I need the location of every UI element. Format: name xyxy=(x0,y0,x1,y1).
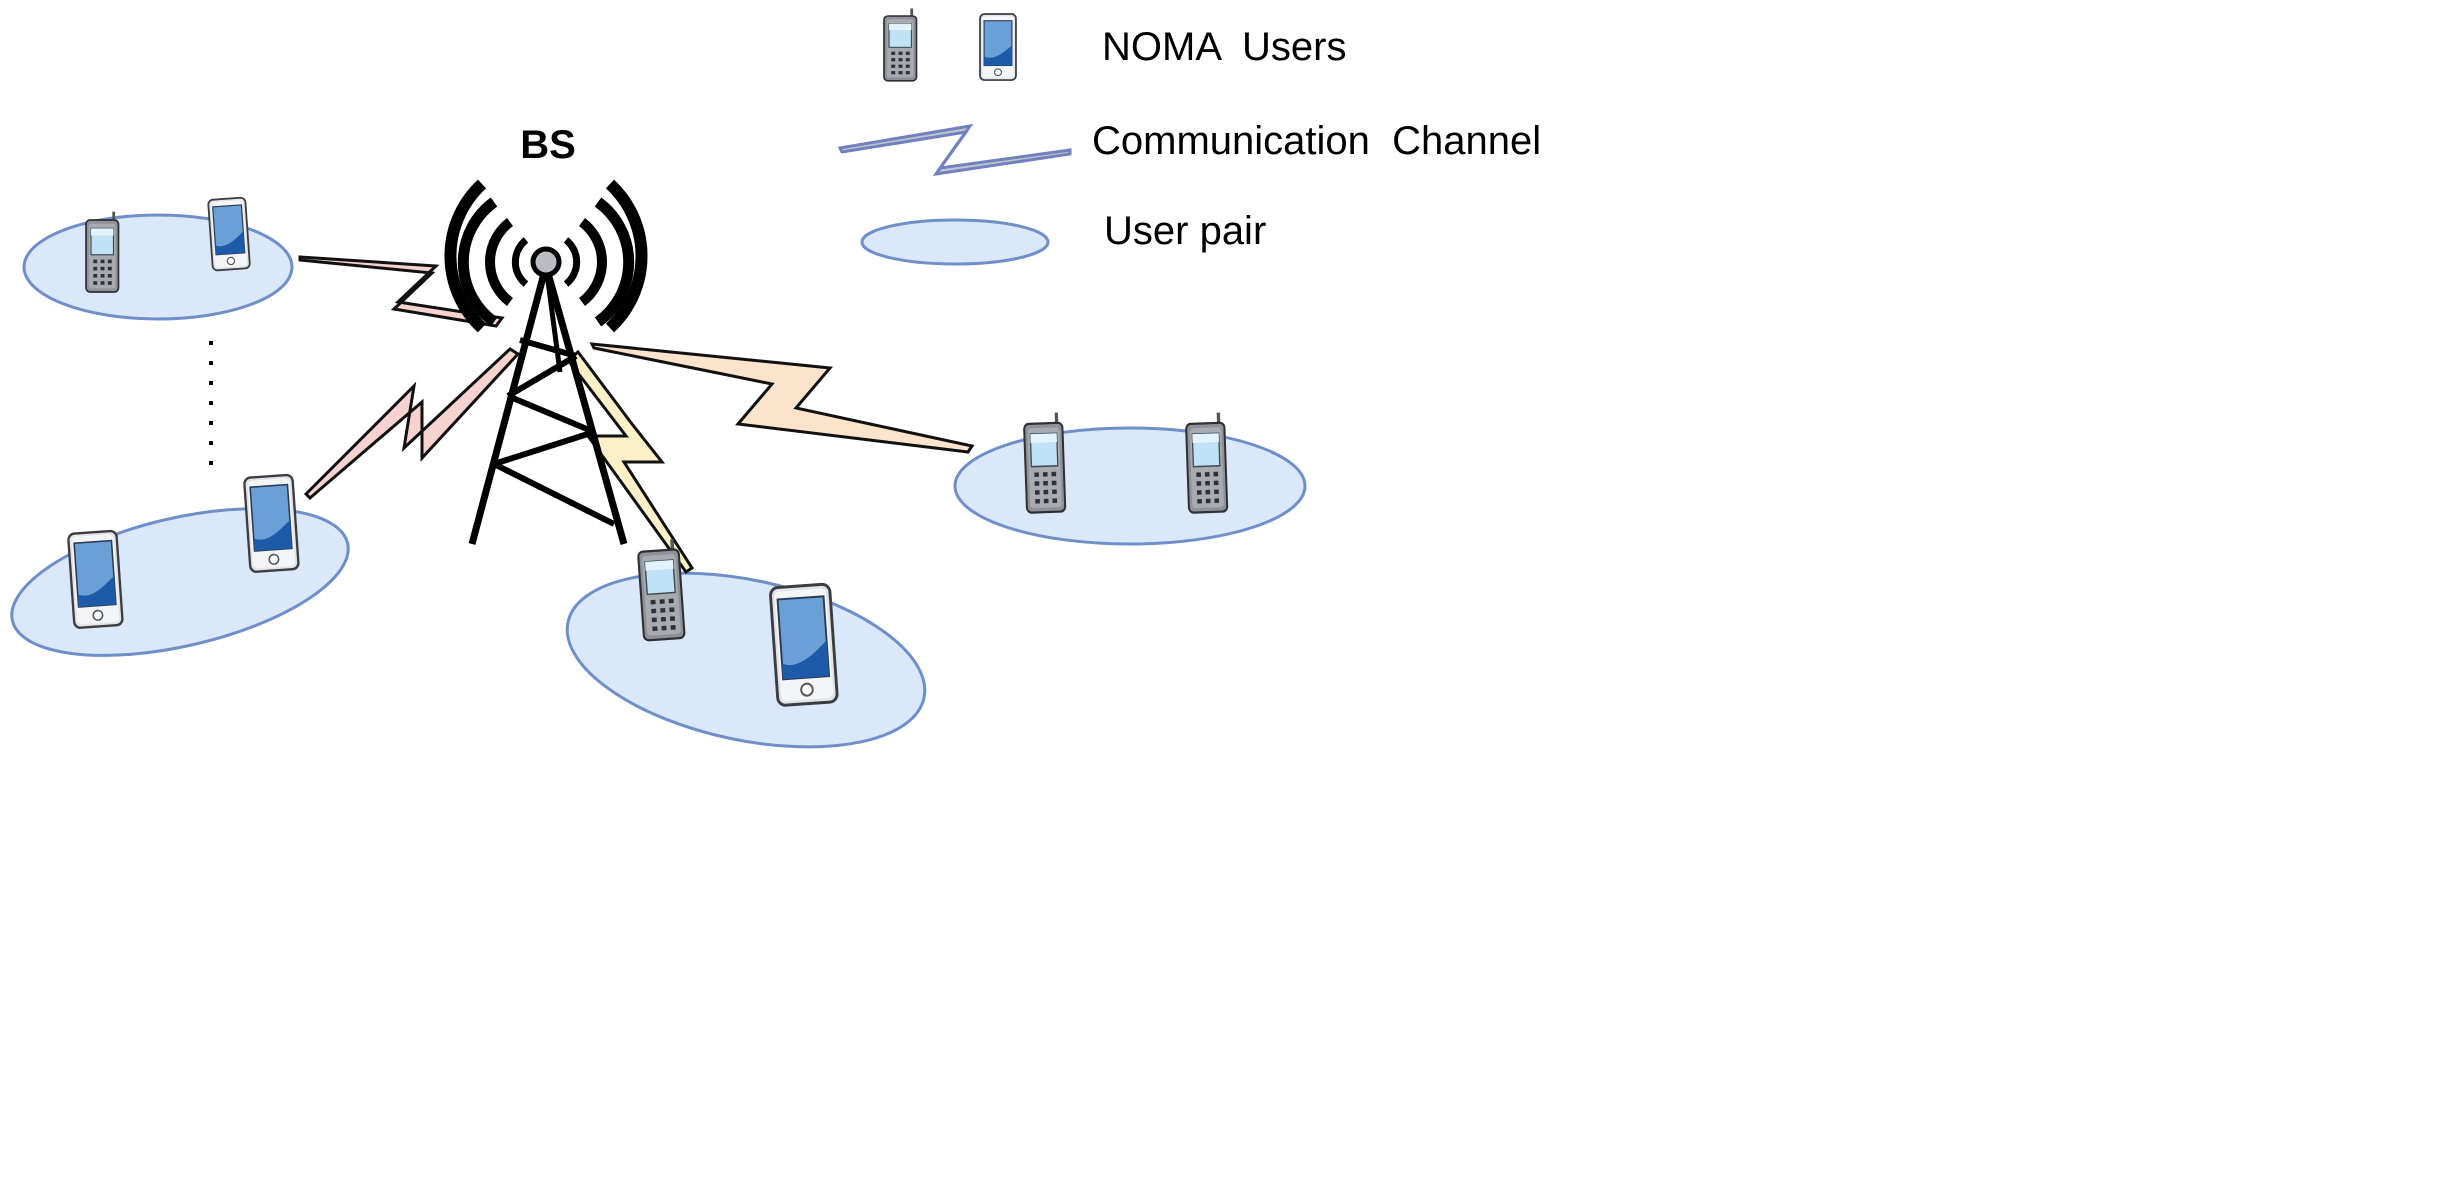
legend: NOMA Users Communication Channel User pa… xyxy=(837,7,1541,266)
legend-pair-label: User pair xyxy=(1104,209,1266,253)
smartphone-icon xyxy=(979,13,1017,81)
bs-label: BS xyxy=(520,123,576,167)
tower-top xyxy=(530,246,562,278)
user-pair-ellipse-bottom-left xyxy=(10,507,350,657)
user-pair-ellipse-top-left xyxy=(22,213,294,321)
legend-pair-icon xyxy=(860,218,1050,266)
legend-channel-label: Communication Channel xyxy=(1092,119,1541,163)
ellipsis-dots xyxy=(209,341,213,465)
user-pair-ellipse-right xyxy=(953,426,1307,546)
channel-bottom-middle xyxy=(565,349,695,575)
legend-users-label: NOMA Users xyxy=(1102,25,1346,69)
feature-phone-icon xyxy=(85,210,120,293)
user-pair-ellipse-bottom-middle xyxy=(565,571,927,749)
smartphone-icon xyxy=(242,473,301,574)
smartphone-icon xyxy=(207,196,251,272)
feature-phone-icon xyxy=(1184,411,1229,514)
channel-top-left xyxy=(298,255,505,328)
tower-icon xyxy=(444,179,648,545)
feature-phone-icon xyxy=(636,537,686,642)
channel-right xyxy=(589,342,975,454)
smartphone-icon xyxy=(66,529,125,630)
feature-phone-icon xyxy=(1022,411,1067,514)
channel-bottom-left xyxy=(303,347,521,501)
legend-channel-icon xyxy=(837,123,1072,177)
feature-phone-icon xyxy=(883,7,918,82)
smartphone-icon xyxy=(768,582,840,708)
